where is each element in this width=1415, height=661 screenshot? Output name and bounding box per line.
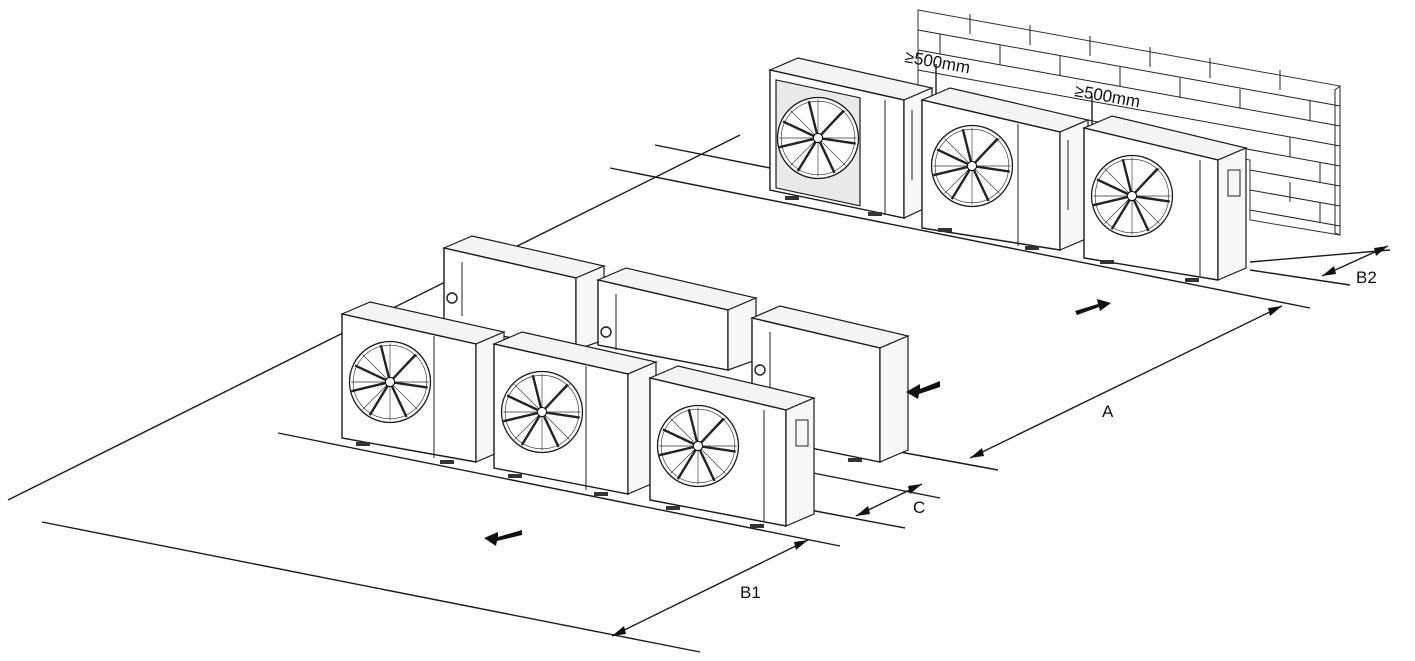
dim-b2-label: B2 (1356, 268, 1377, 287)
dim-b1-label: B1 (740, 583, 761, 602)
unit-top-3 (1082, 115, 1248, 282)
dimension-b1 (611, 539, 809, 637)
unit-front-2 (492, 331, 658, 496)
unit-back-1 (442, 235, 606, 351)
dim-a-label: A (1102, 402, 1114, 421)
arrow-icon (484, 530, 522, 546)
dimension-a (969, 305, 1283, 459)
unit-top-1 (768, 57, 934, 219)
unit-front-3 (648, 365, 816, 528)
unit-front-1 (340, 301, 506, 464)
arrow-icon (906, 381, 940, 399)
dimension-c (855, 483, 923, 517)
dimension-b2 (1321, 245, 1389, 277)
clearance-ticks (935, 64, 1093, 124)
unit-top-2 (920, 87, 1090, 251)
dim-c-label: C (913, 498, 925, 517)
arrow-icon (1075, 299, 1111, 315)
unit-back-2 (596, 267, 758, 371)
